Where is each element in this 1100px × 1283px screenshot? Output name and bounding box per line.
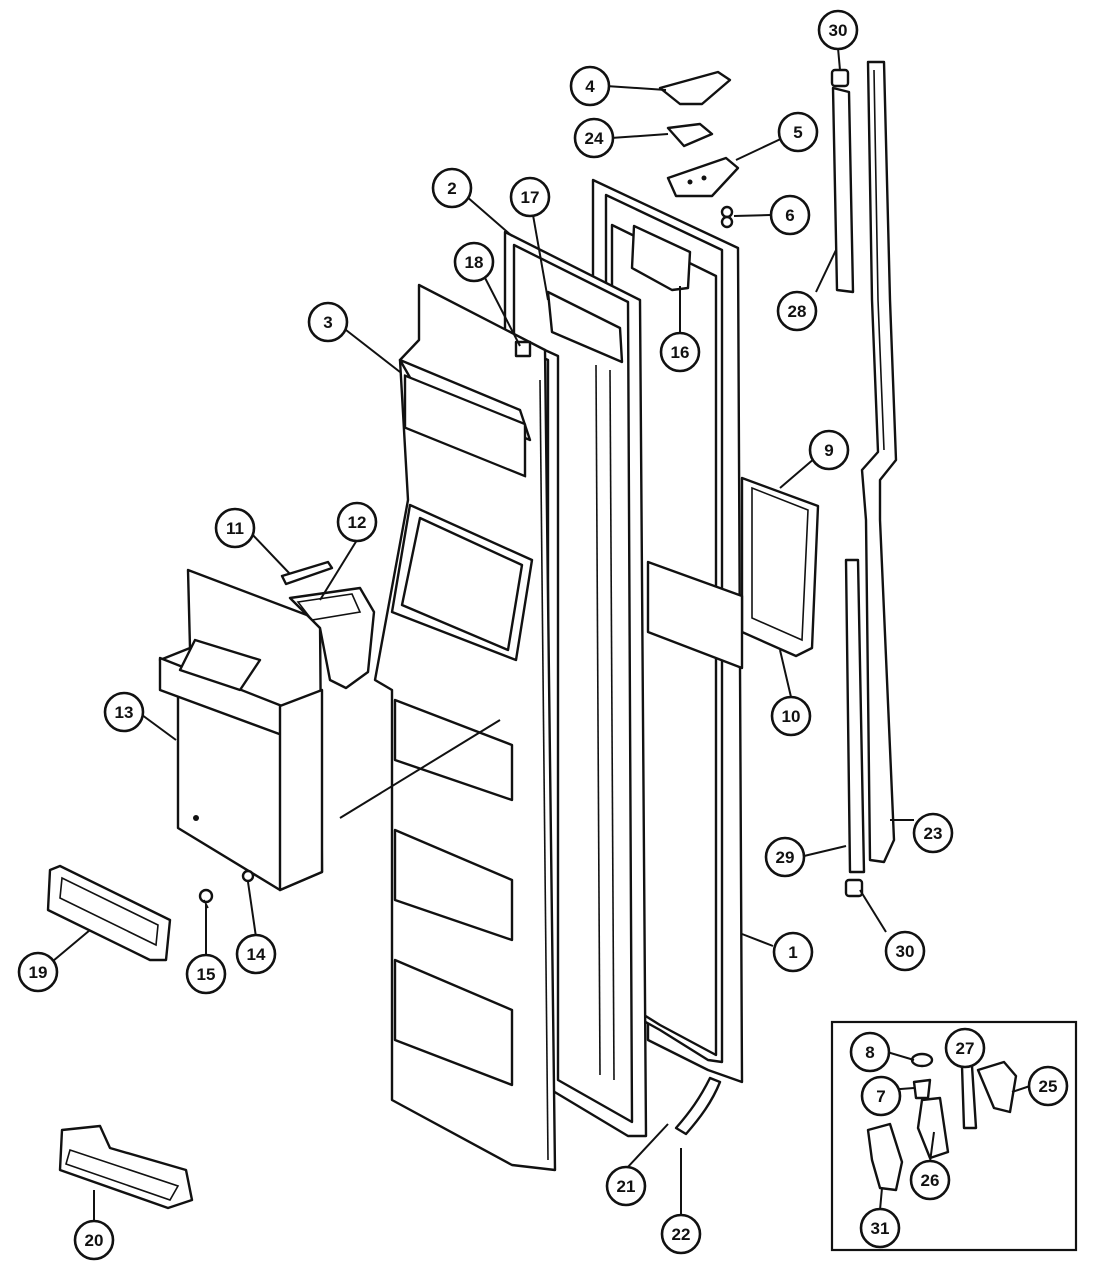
callout-15: 15 — [185, 953, 227, 995]
callout-6: 6 — [769, 194, 811, 236]
part-ice-chute — [288, 586, 376, 690]
callout-9: 9 — [808, 429, 850, 471]
part-hinge-washers — [720, 205, 734, 229]
callout-30-bottom: 30 — [884, 930, 926, 972]
part-top-trim-strip — [830, 68, 855, 294]
callout-label: 24 — [585, 129, 604, 148]
callout-label: 10 — [782, 707, 801, 726]
assembly-guide-line — [339, 719, 501, 819]
callout-label: 9 — [824, 441, 833, 460]
callout-label: 6 — [785, 206, 794, 225]
callout-label: 5 — [793, 123, 802, 142]
callout-29: 29 — [764, 836, 806, 878]
part-dispenser-housing — [158, 568, 324, 892]
callout-12: 12 — [336, 501, 378, 543]
callout-8: 8 — [849, 1031, 891, 1073]
callout-label: 21 — [617, 1177, 636, 1196]
callout-label: 4 — [585, 77, 595, 96]
part-dispenser-panel — [646, 476, 820, 670]
callout-label: 26 — [921, 1171, 940, 1190]
callout-label: 14 — [247, 945, 266, 964]
callout-18: 18 — [453, 241, 495, 283]
callout-21: 21 — [605, 1165, 647, 1207]
part-hinge-shim — [666, 122, 714, 148]
callout-28: 28 — [776, 290, 818, 332]
callout-17: 17 — [509, 176, 551, 218]
part-bottom-trim-strip — [844, 558, 866, 898]
callout-label: 8 — [865, 1043, 874, 1062]
callout-label: 29 — [776, 848, 795, 867]
callout-30-top: 30 — [817, 9, 859, 51]
callout-label: 2 — [447, 179, 456, 198]
callout-31: 31 — [859, 1207, 901, 1249]
callout-label: 13 — [115, 703, 134, 722]
callout-label: 28 — [788, 302, 807, 321]
callout-label: 12 — [348, 513, 367, 532]
callout-label: 25 — [1039, 1077, 1058, 1096]
callout-label: 30 — [829, 21, 848, 40]
callout-label: 11 — [226, 519, 244, 538]
inset-hardware-box — [830, 1020, 1078, 1252]
part-door-bin-large — [58, 1124, 194, 1210]
callout-label: 31 — [871, 1219, 890, 1238]
callout-label: 18 — [465, 253, 484, 272]
part-door-gasket — [503, 230, 648, 1138]
part-cover-bracket — [546, 290, 624, 364]
callout-27: 27 — [944, 1027, 986, 1069]
callout-label: 17 — [521, 188, 540, 207]
callout-11: 11 — [214, 507, 256, 549]
callout-5: 5 — [777, 111, 819, 153]
callout-16: 16 — [659, 331, 701, 373]
part-top-hinge — [666, 156, 740, 198]
callout-label: 30 — [896, 942, 915, 961]
callout-4: 4 — [569, 65, 611, 107]
callout-label: 1 — [788, 943, 797, 962]
callout-25: 25 — [1027, 1065, 1069, 1107]
part-inner-door-liner — [373, 283, 557, 1172]
callout-2: 2 — [431, 167, 473, 209]
callout-label: 27 — [956, 1039, 975, 1058]
callout-1: 1 — [772, 931, 814, 973]
callout-label: 15 — [197, 965, 216, 984]
callout-20: 20 — [73, 1219, 115, 1261]
part-door-handle — [860, 60, 898, 864]
part-door-bin-small — [46, 864, 172, 962]
callout-3: 3 — [307, 301, 349, 343]
callout-label: 20 — [85, 1231, 104, 1250]
callout-label: 16 — [671, 343, 690, 362]
callout-label: 22 — [672, 1225, 691, 1244]
callout-22: 22 — [660, 1213, 702, 1255]
part-screw-and-washer — [198, 869, 255, 909]
callout-label: 7 — [876, 1087, 885, 1106]
callout-19: 19 — [17, 951, 59, 993]
callout-14: 14 — [235, 933, 277, 975]
callout-13: 13 — [103, 691, 145, 733]
callout-label: 19 — [29, 963, 48, 982]
part-hinge-cover — [658, 70, 732, 106]
callout-26: 26 — [909, 1159, 951, 1201]
callout-7: 7 — [860, 1075, 902, 1117]
callout-label: 23 — [924, 824, 943, 843]
callout-label: 3 — [323, 313, 332, 332]
part-water-tube — [674, 1076, 722, 1136]
callout-23: 23 — [912, 812, 954, 854]
part-small-bar — [280, 560, 334, 586]
callout-24: 24 — [573, 117, 615, 159]
inset-parts — [866, 1052, 1018, 1192]
callout-10: 10 — [770, 695, 812, 737]
